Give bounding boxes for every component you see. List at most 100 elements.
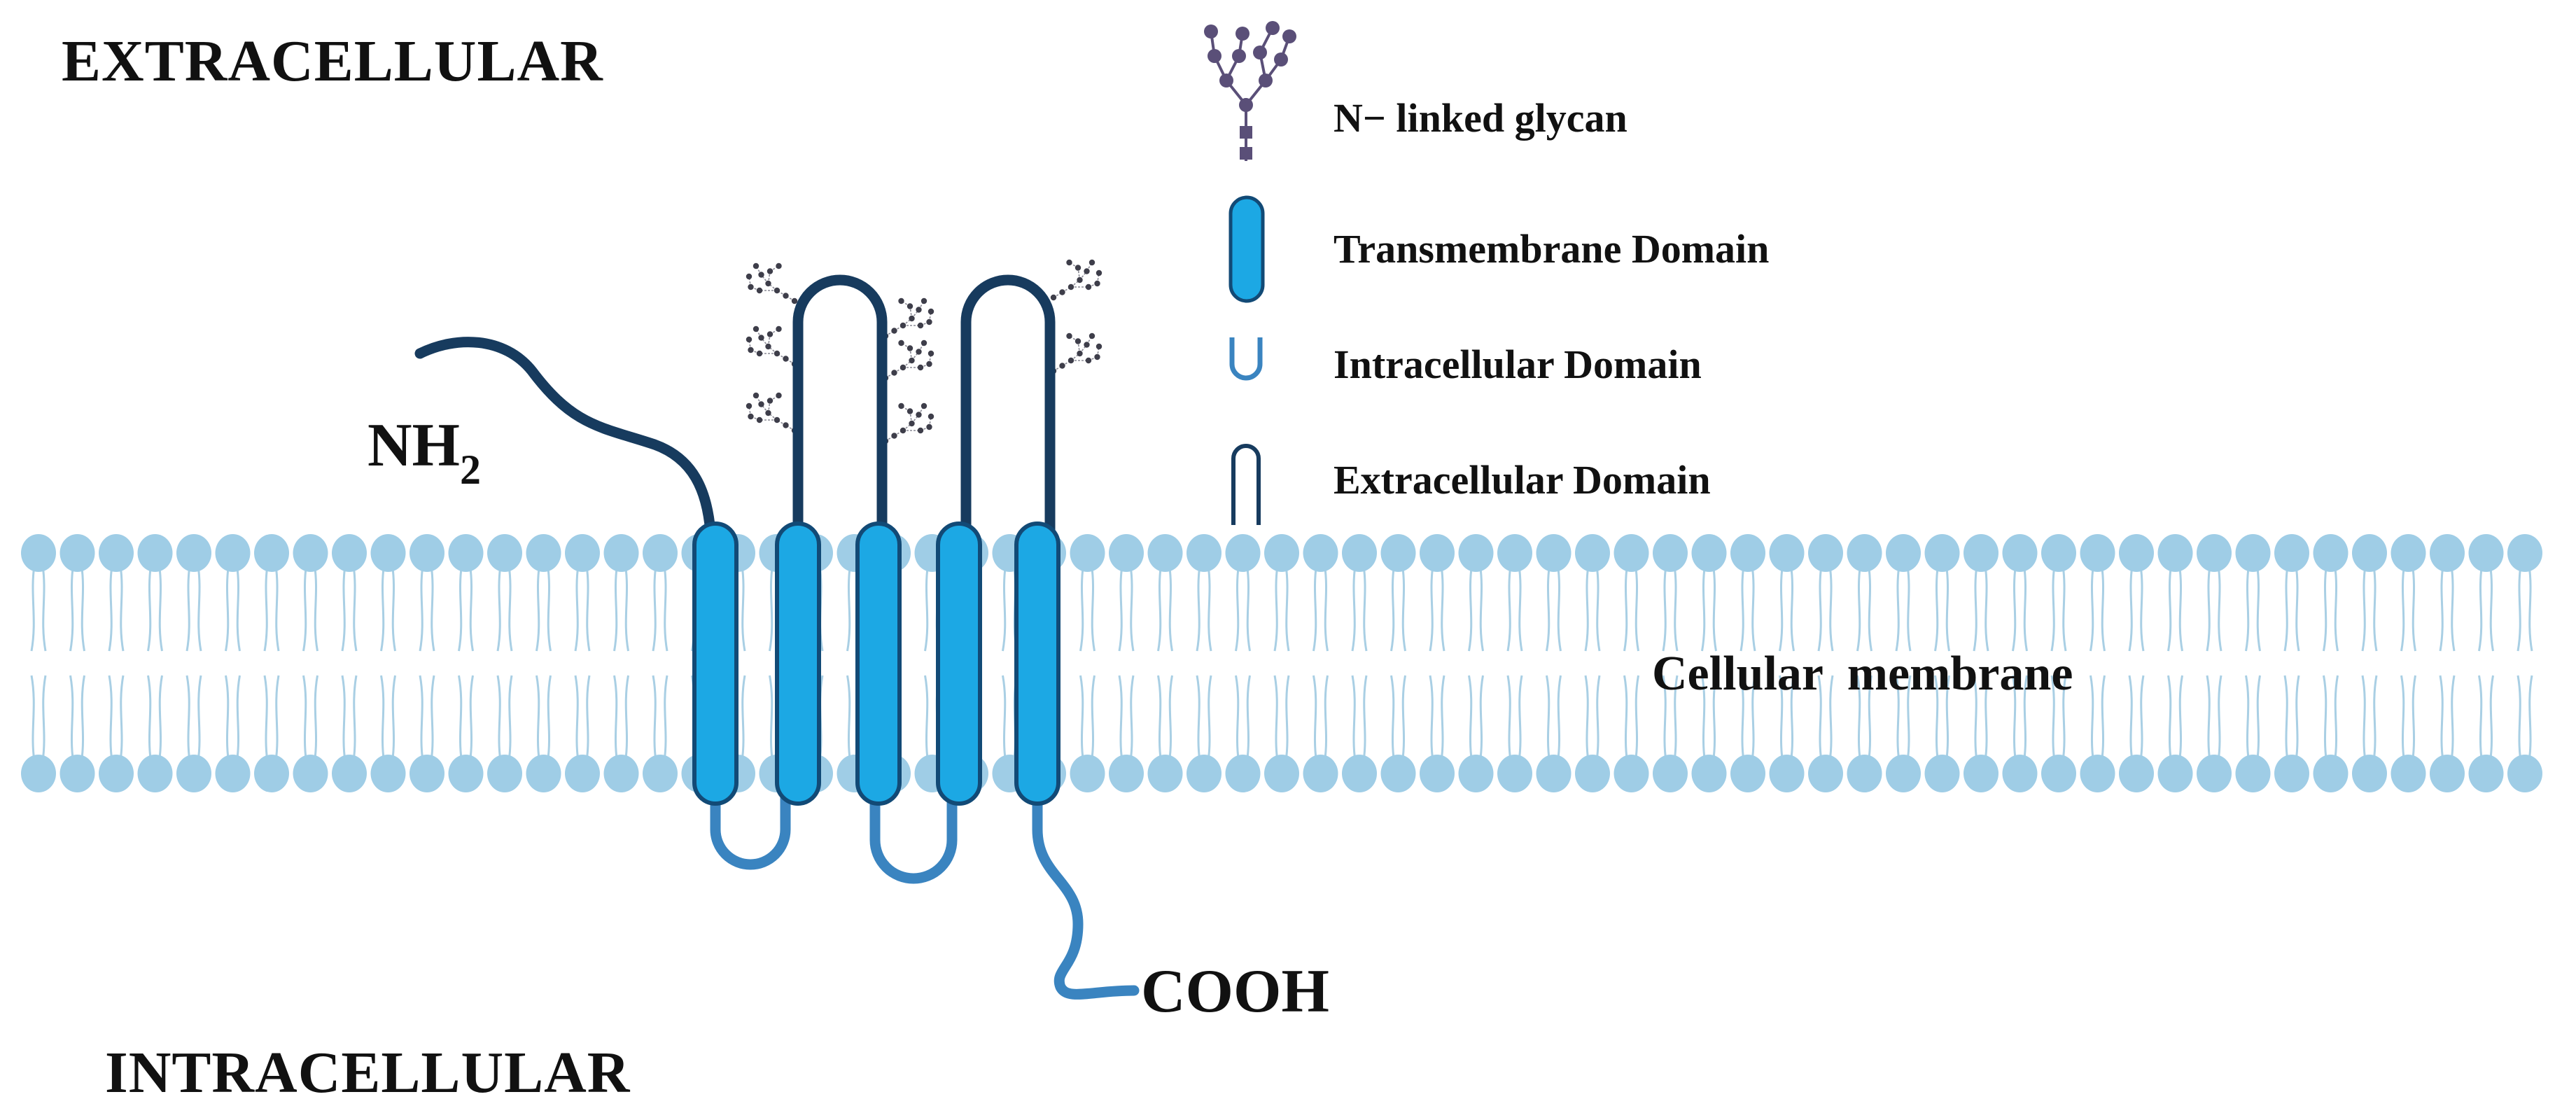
lipid-head xyxy=(215,755,251,792)
lipid-tail xyxy=(1506,565,1512,652)
glycan-residue xyxy=(927,308,934,315)
lipid-tail xyxy=(469,675,474,762)
lipid-tail xyxy=(1429,565,1434,652)
lipid-tail xyxy=(2178,565,2183,652)
lipid-tail xyxy=(1701,675,1706,762)
glycan-node xyxy=(1204,24,1218,38)
glycan-residue xyxy=(765,343,771,350)
lipid-tail xyxy=(624,565,629,652)
n-linked-glycan-icon xyxy=(1204,21,1296,161)
lipid-head xyxy=(603,755,639,792)
glycan-residue xyxy=(917,427,924,434)
lipid-bilayer xyxy=(21,534,2542,792)
lipid-tail xyxy=(2245,675,2250,762)
lipid-head xyxy=(2468,755,2504,792)
lipid-head xyxy=(1575,755,1610,792)
lipid-tail xyxy=(236,565,241,652)
lipid-head xyxy=(1147,534,1183,572)
lipid-tail xyxy=(1401,565,1406,652)
lipid-tail xyxy=(663,675,668,762)
lipid-tail xyxy=(2139,675,2145,762)
lipid-head xyxy=(1769,755,1805,792)
lipid-tail xyxy=(1079,675,1084,762)
lipid-tail xyxy=(147,675,152,762)
glycan-residue xyxy=(776,392,782,399)
lipid-head xyxy=(1186,534,1222,572)
glycan-node xyxy=(1253,46,1267,59)
lipid-tail xyxy=(2334,565,2339,652)
lipid-tail xyxy=(1429,675,1434,762)
lipid-tail xyxy=(2400,565,2405,652)
lipid-tail xyxy=(1984,675,1989,762)
lipid-head xyxy=(332,755,367,792)
lipid-head xyxy=(21,755,56,792)
lipid-tail xyxy=(1790,675,1795,762)
lipid-head xyxy=(99,534,134,572)
lipid-tail xyxy=(314,565,318,652)
lipid-tail xyxy=(741,675,746,762)
lipid-tail xyxy=(352,565,358,652)
u-loop-icon xyxy=(1229,337,1263,381)
lipid-tail xyxy=(1196,675,1201,762)
lipid-tail xyxy=(1079,565,1084,652)
lipid-tail xyxy=(1440,675,1446,762)
glycan-residue xyxy=(891,433,897,439)
glycan-residue xyxy=(1066,259,1072,266)
lipid-head xyxy=(254,755,289,792)
lipid-tail xyxy=(574,675,580,762)
lipid-tail xyxy=(1712,565,1717,652)
lipid-head xyxy=(1380,755,1416,792)
lipid-head xyxy=(1730,755,1765,792)
lipid-head xyxy=(1458,534,1494,572)
lipid-tail xyxy=(1945,565,1950,652)
lipid-tail xyxy=(430,675,435,762)
lipid-tail xyxy=(2372,565,2378,652)
lipid-head xyxy=(1847,755,1882,792)
glycan-residue xyxy=(752,262,760,270)
glycan-residue xyxy=(917,322,924,329)
lipid-tail xyxy=(2062,675,2067,762)
lipid-tail xyxy=(1479,675,1484,762)
lipid-tail xyxy=(186,675,191,762)
lipid-tail xyxy=(1468,675,1473,762)
lipid-head xyxy=(1575,534,1610,572)
lipid-tail xyxy=(574,565,580,652)
glycan-residue xyxy=(756,287,763,294)
lipid-tail xyxy=(302,565,307,652)
glycan-residue xyxy=(927,413,934,420)
lipid-tail xyxy=(2450,565,2456,652)
lipid-tail xyxy=(2412,565,2416,652)
c-terminus-label: COOH xyxy=(1141,958,1329,1026)
glycan-residue xyxy=(1077,276,1083,284)
lipid-tail xyxy=(1168,675,1173,762)
glycan-residue xyxy=(898,402,904,410)
extracellular-loop-1 xyxy=(792,274,888,532)
lipid-tail xyxy=(652,675,657,762)
lipid-tail xyxy=(1973,565,1978,652)
lipid-tail xyxy=(2478,675,2483,762)
lipid-tail xyxy=(769,565,774,652)
lipid-tail xyxy=(2516,675,2522,762)
lipid-tail xyxy=(2450,675,2456,762)
lipid-tail xyxy=(2101,565,2106,652)
lipid-head xyxy=(2002,755,2038,792)
lipid-tail xyxy=(1751,675,1756,762)
lipid-tail xyxy=(1557,675,1562,762)
glycan-residue xyxy=(891,328,897,334)
lipid-tail xyxy=(274,675,280,762)
legend: N− linked glycan Transmembrane Domain In… xyxy=(1204,21,1769,525)
legend-intracellular-label: Intracellular Domain xyxy=(1334,342,1702,387)
lipid-tail xyxy=(1273,675,1279,762)
lipid-tail xyxy=(1934,565,1939,652)
lipid-tail xyxy=(2528,565,2533,652)
lipid-head xyxy=(1420,534,1455,572)
glycan-tree xyxy=(1050,259,1102,301)
glycan-residue xyxy=(926,318,932,326)
lipid-tail xyxy=(1440,565,1446,652)
lipid-tail xyxy=(1595,565,1601,652)
lipid-head xyxy=(1963,755,1998,792)
lipid-head xyxy=(21,534,56,572)
lipid-tail xyxy=(1634,565,1639,652)
glycan-residue xyxy=(776,262,782,270)
lipid-tail xyxy=(769,675,774,762)
